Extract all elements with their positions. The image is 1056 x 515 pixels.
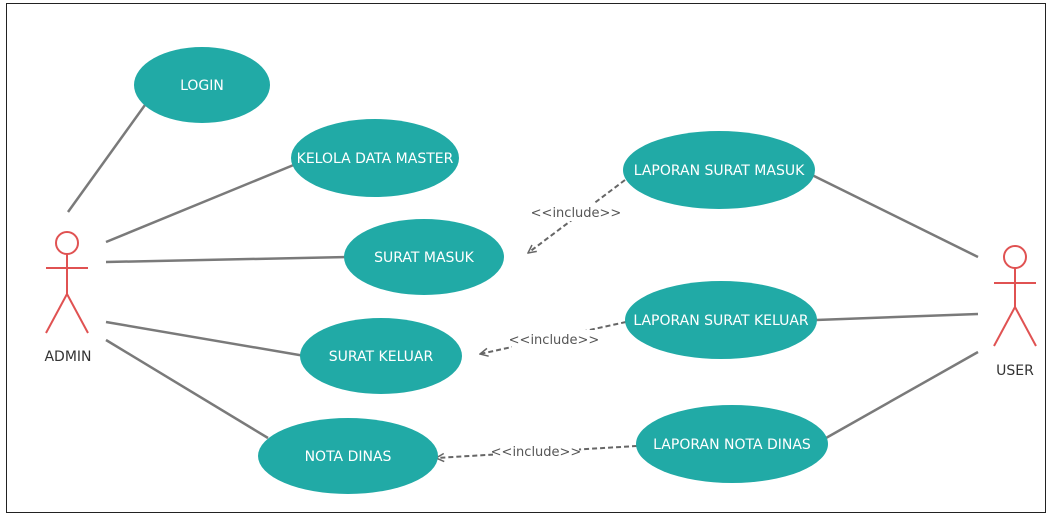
assoc-user-laporan-nota-dinas bbox=[825, 350, 979, 440]
usecase-label: NOTA DINAS bbox=[305, 449, 392, 465]
usecase-login[interactable]: LOGIN bbox=[134, 47, 270, 123]
usecase-surat-keluar[interactable]: SURAT KELUAR bbox=[300, 318, 462, 394]
assoc-admin-nota-dinas bbox=[105, 338, 269, 440]
actor-label-admin: ADMIN bbox=[44, 349, 91, 365]
actor-admin[interactable]: ADMIN bbox=[44, 231, 92, 365]
assoc-admin-surat-keluar bbox=[105, 320, 306, 358]
usecase-label: LAPORAN NOTA DINAS bbox=[653, 437, 811, 453]
stick-figure-icon bbox=[45, 231, 89, 334]
assoc-admin-kelola-data-master bbox=[105, 162, 297, 244]
usecase-label: SURAT MASUK bbox=[374, 250, 475, 266]
usecase-label: LAPORAN SURAT MASUK bbox=[634, 163, 805, 179]
actor-user[interactable]: USER bbox=[993, 245, 1037, 379]
diagram-frame bbox=[6, 3, 1046, 513]
assoc-user-laporan-surat-keluar bbox=[815, 312, 979, 322]
include-label: <<include>> bbox=[509, 333, 600, 348]
usecase-label: SURAT KELUAR bbox=[329, 349, 434, 365]
include-label: <<include>> bbox=[531, 206, 622, 221]
actor-label-user: USER bbox=[996, 363, 1034, 379]
usecase-label: KELOLA DATA MASTER bbox=[297, 151, 454, 167]
assoc-user-laporan-surat-masuk bbox=[811, 173, 979, 259]
usecase-label: LAPORAN SURAT KELUAR bbox=[633, 313, 809, 329]
usecase-nota-dinas[interactable]: NOTA DINAS bbox=[258, 418, 438, 494]
assoc-admin-surat-masuk bbox=[105, 255, 349, 264]
stick-figure-icon bbox=[993, 245, 1037, 347]
include-label-2-group: <<include>> bbox=[509, 330, 600, 348]
include-label-3-group: <<include>> bbox=[491, 442, 582, 460]
usecase-laporan-surat-keluar[interactable]: LAPORAN SURAT KELUAR bbox=[625, 281, 817, 359]
usecase-kelola-data-master[interactable]: KELOLA DATA MASTER bbox=[291, 119, 459, 197]
usecase-surat-masuk[interactable]: SURAT MASUK bbox=[344, 219, 504, 295]
include-relations bbox=[436, 179, 638, 458]
include-label-1-group: <<include>> bbox=[531, 203, 622, 221]
user-associations bbox=[811, 173, 979, 440]
usecase-laporan-surat-masuk[interactable]: LAPORAN SURAT MASUK bbox=[623, 131, 815, 209]
admin-associations bbox=[66, 97, 349, 440]
include-label: <<include>> bbox=[491, 445, 582, 460]
assoc-admin-login bbox=[66, 97, 152, 213]
usecase-laporan-nota-dinas[interactable]: LAPORAN NOTA DINAS bbox=[636, 405, 828, 483]
usecase-label: LOGIN bbox=[180, 78, 224, 94]
